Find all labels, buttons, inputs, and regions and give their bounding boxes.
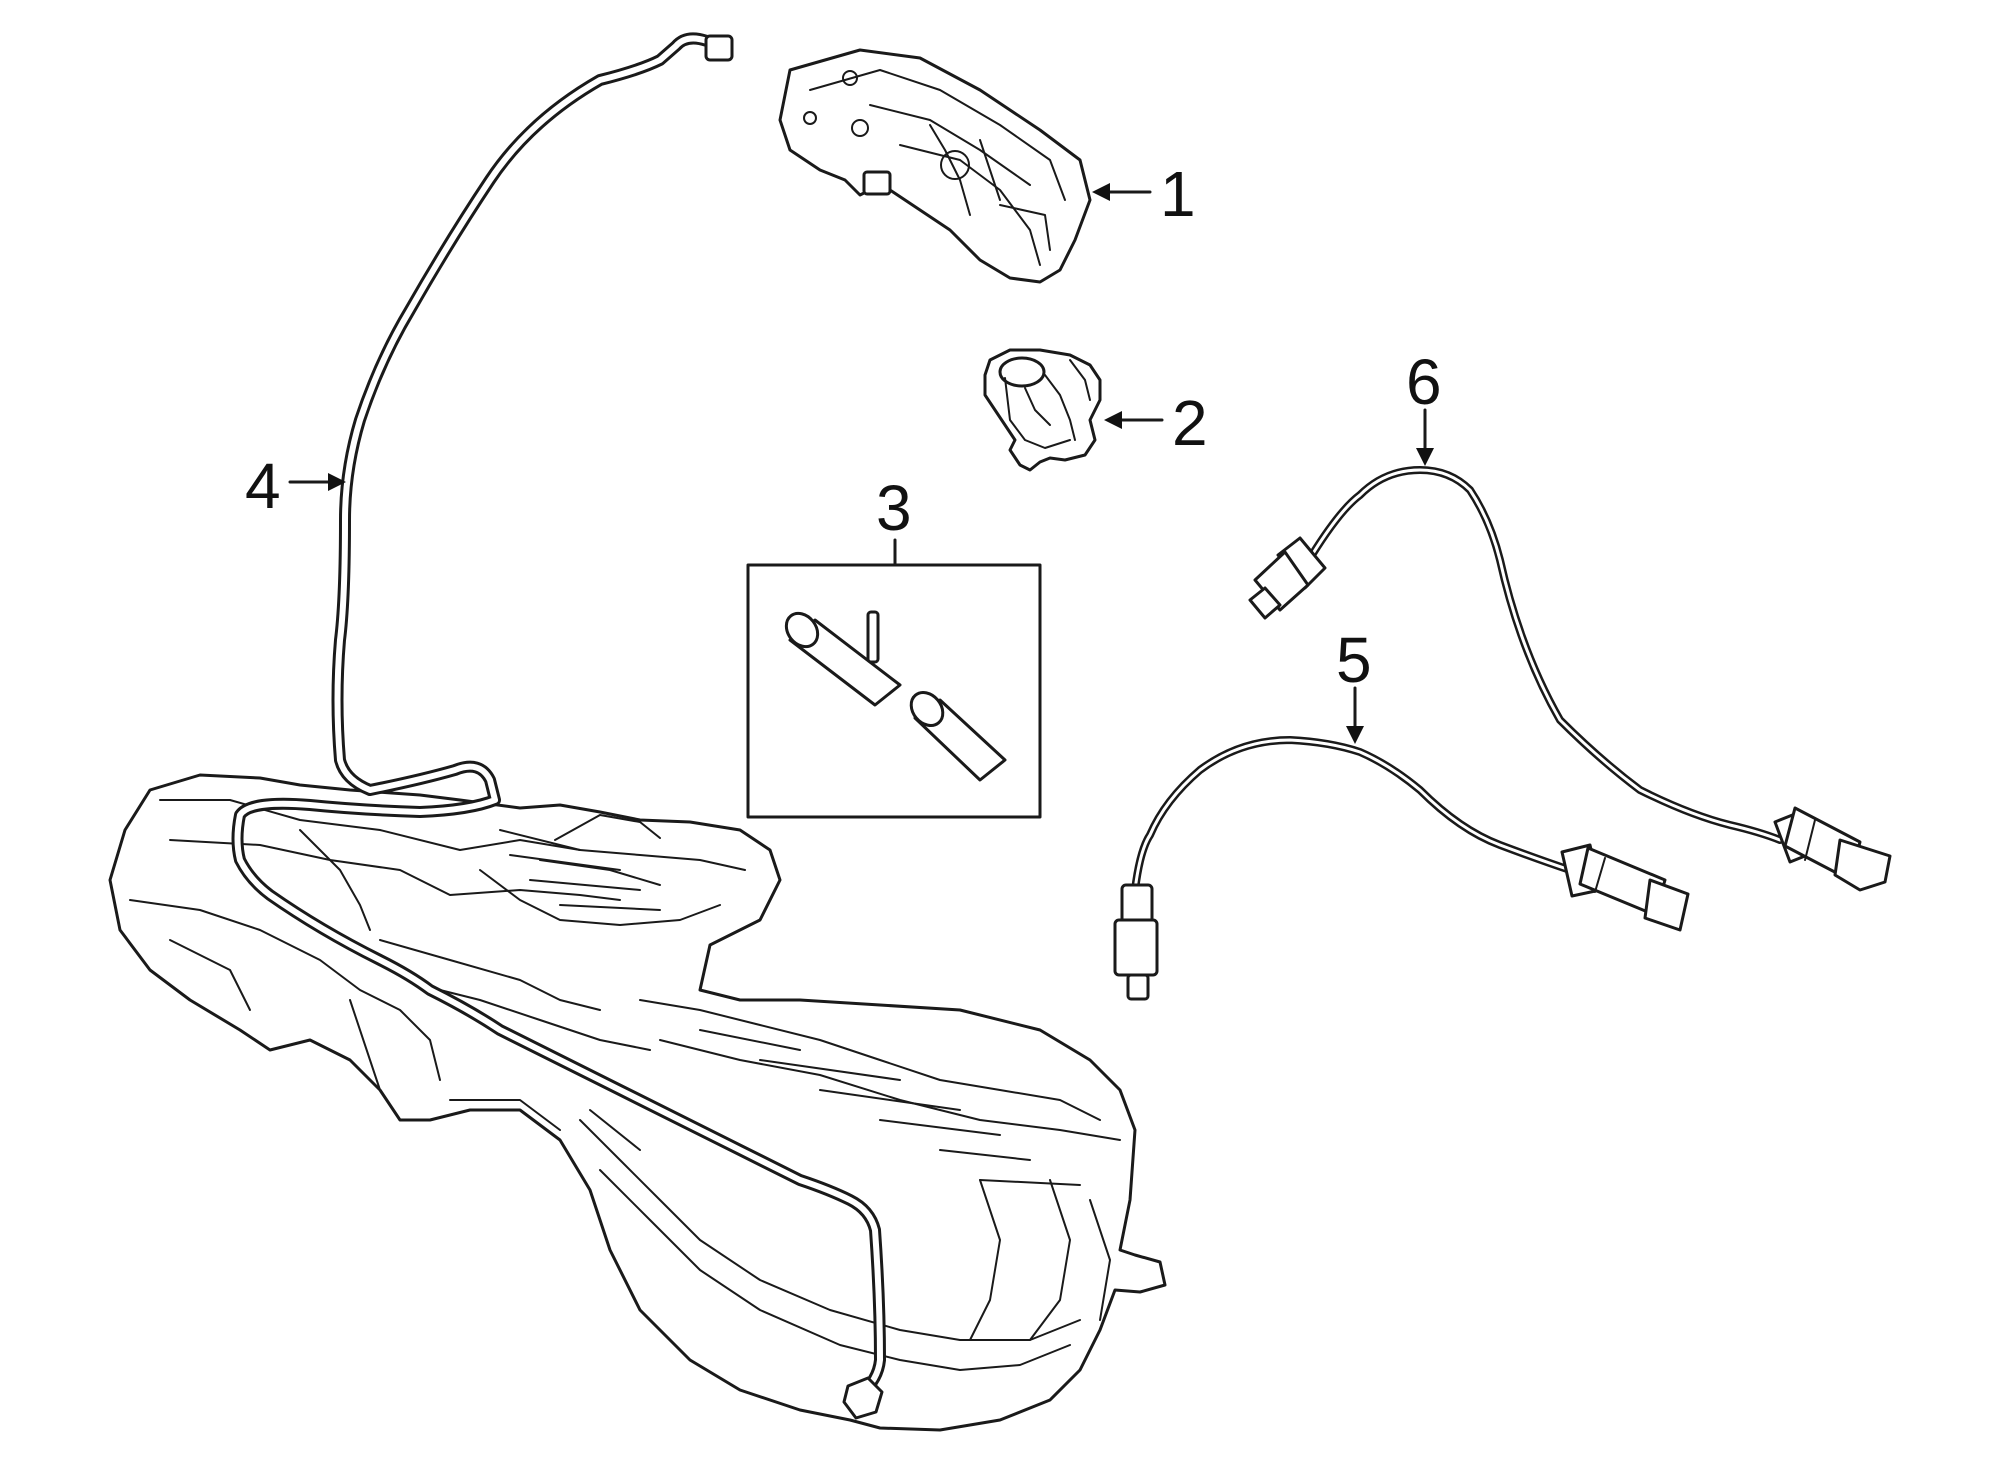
callout-1: 1 xyxy=(1160,158,1196,230)
hose-fitting-bottom xyxy=(842,1376,884,1420)
callout-labels: 1 2 3 4 5 6 xyxy=(245,158,1442,696)
callout-arrows xyxy=(288,183,1434,744)
sensor-part-6 xyxy=(1248,466,1892,892)
callout-4: 4 xyxy=(245,450,281,522)
sensor-part-5 xyxy=(1113,736,1690,1001)
kit-box-part-3 xyxy=(746,538,1042,819)
hose-fitting-top xyxy=(704,34,734,62)
callout-2: 2 xyxy=(1172,387,1208,459)
callout-3: 3 xyxy=(876,472,912,544)
bracket-part-1 xyxy=(778,48,1092,284)
vent-hose-part-4 xyxy=(231,32,886,1420)
callout-6: 6 xyxy=(1406,346,1442,418)
kit-tube-with-pin xyxy=(784,610,902,707)
callout-5: 5 xyxy=(1336,624,1372,696)
kit-tube-plain xyxy=(909,691,1007,782)
valve-part-2 xyxy=(983,348,1102,472)
